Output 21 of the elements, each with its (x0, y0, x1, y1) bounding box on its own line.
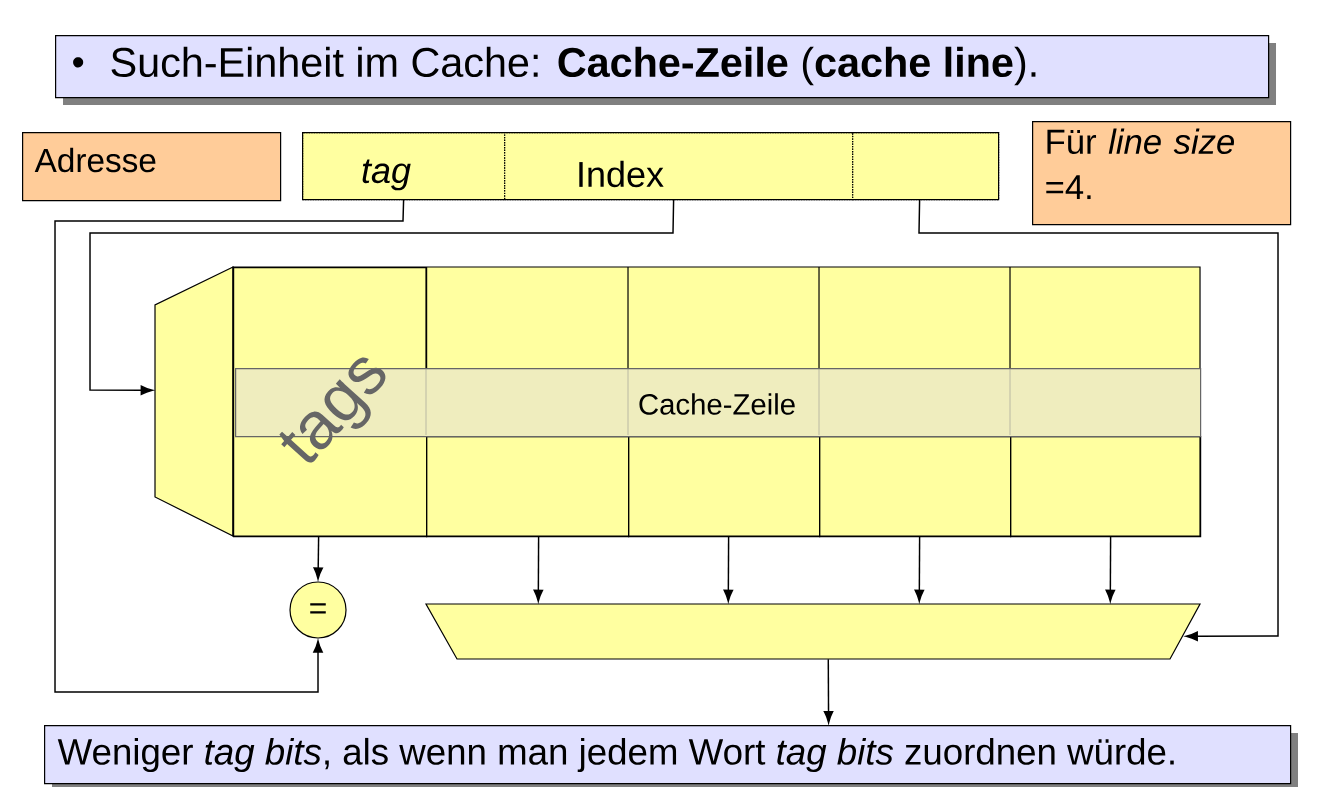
arrow (533, 535, 544, 602)
decoder-trapezoid (154, 266, 234, 537)
register-field: tag (302, 132, 506, 201)
multiplexer-trapezoid (425, 603, 1202, 660)
label-box: Adresse (22, 132, 282, 202)
tag-column (233, 267, 428, 538)
arrow (918, 198, 1279, 642)
note-box: Für line size =4. (1032, 121, 1292, 226)
arrow (313, 535, 323, 580)
arrow (823, 658, 834, 724)
register-field (852, 132, 1000, 201)
arrow (723, 535, 734, 602)
address-register (302, 132, 1000, 201)
register-field: Index (504, 132, 854, 201)
arrow (1105, 535, 1116, 602)
arrow (89, 198, 675, 396)
note-box: Weniger tag bits, als wenn man jedem Wort tag bits zuordnen würde. (44, 725, 1298, 787)
arrow (914, 535, 925, 602)
heading-box: • Such-Einheit im Cache: Cache-Zeile (cache line). (55, 35, 1276, 105)
arrow (54, 198, 405, 693)
column-label: tags (279, 357, 386, 463)
